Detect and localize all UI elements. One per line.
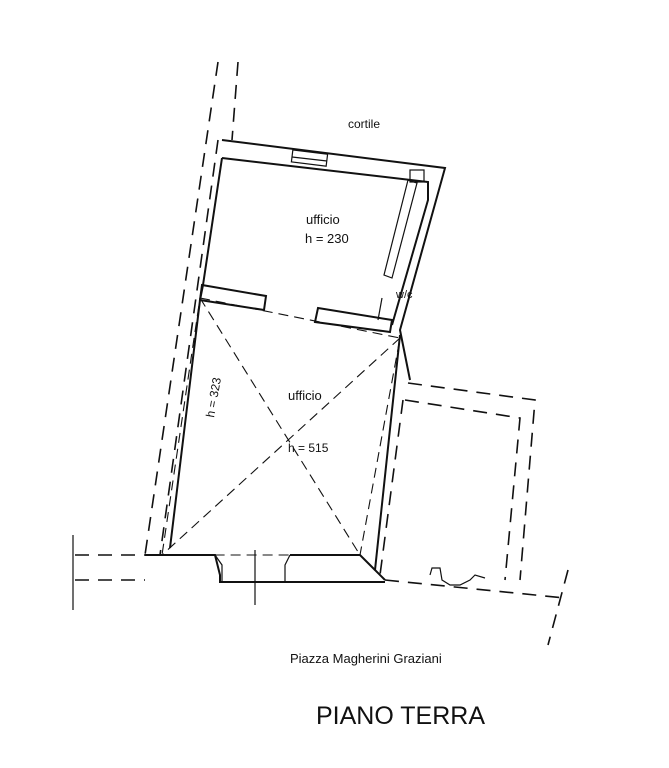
street-name: Piazza Magherini Graziani <box>290 651 442 666</box>
partitions <box>198 283 394 334</box>
front-wall <box>145 554 385 583</box>
window-top <box>290 149 329 167</box>
left-boundary-inner <box>231 61 239 141</box>
right-annex-inner <box>404 399 521 581</box>
entrance-jamb-right <box>284 554 291 582</box>
floor-title: PIANO TERRA <box>316 702 485 730</box>
dashed-boundaries <box>75 61 569 646</box>
wc-wall <box>377 297 383 321</box>
void-diagonal-1 <box>199 297 361 556</box>
cabinet-strip <box>383 179 418 279</box>
front-wall-right <box>290 554 376 571</box>
walls <box>72 139 447 610</box>
void-diagonal-2 <box>161 337 401 556</box>
upper-office-inner-wall <box>221 157 429 326</box>
fixtures <box>290 149 486 586</box>
window-corner <box>409 169 425 183</box>
void-diagonals <box>161 297 401 556</box>
side-height-label: h = 323 <box>203 376 224 419</box>
window-top-line <box>291 156 328 162</box>
right-annex-top <box>407 382 536 581</box>
courtyard-label: cortile <box>348 117 380 131</box>
left-wall-dashed <box>159 139 219 556</box>
partition-left <box>198 283 268 312</box>
lower-office-height: h = 515 <box>288 441 329 455</box>
lower-office-label: ufficio <box>288 388 322 403</box>
lower-office-right-wall <box>373 334 401 581</box>
room-labels: cortile ufficio h = 230 w/c ufficio h = … <box>203 117 485 730</box>
right-boundary <box>547 569 569 646</box>
entrance-jamb-left <box>214 554 223 582</box>
upper-office-height: h = 230 <box>305 231 349 246</box>
street-line-right <box>384 579 566 599</box>
left-inner-wall <box>169 157 223 549</box>
right-annex-left <box>379 399 404 576</box>
upper-office-label: ufficio <box>306 212 340 227</box>
wc-label: w/c <box>395 289 413 301</box>
void-outline <box>161 297 401 556</box>
left-boundary-outer <box>144 61 219 556</box>
partition-right <box>313 306 394 334</box>
upper-office-outer-wall <box>221 139 447 381</box>
stair-detail <box>429 567 486 586</box>
